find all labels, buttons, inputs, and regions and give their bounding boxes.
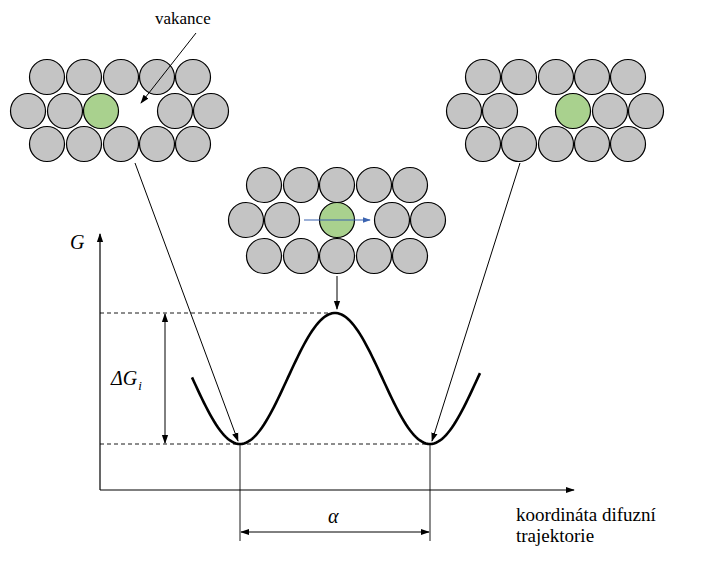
lattice-atom (447, 94, 482, 129)
lattice-atom (176, 60, 211, 95)
guide-lines (100, 313, 430, 541)
atom-lattice (11, 60, 664, 274)
dimension-arrows (165, 314, 429, 532)
lattice-atom (539, 127, 574, 162)
lattice-atom (140, 127, 175, 162)
lattice-atom (176, 127, 211, 162)
label: vakance (155, 10, 211, 29)
leader-lines (135, 33, 520, 441)
label: α (328, 505, 339, 527)
lattice-atom (393, 168, 428, 203)
motion-arrow (304, 219, 370, 220)
lattice-atom (593, 94, 628, 129)
lattice-atom (411, 203, 446, 238)
diffusing-atom (84, 94, 119, 129)
lattice-atom (575, 60, 610, 95)
lattice-atom (67, 60, 102, 95)
lattice-atom (320, 168, 355, 203)
lattice-atom (575, 127, 610, 162)
lattice-atom (140, 60, 175, 95)
lattice-atom (158, 94, 193, 129)
diffusing-atom (556, 94, 591, 129)
lattice-atom (483, 94, 518, 129)
lattice-atom (393, 239, 428, 274)
lattice-atom (247, 239, 282, 274)
lattice-atom (284, 239, 319, 274)
lattice-atom (629, 94, 664, 129)
lattice-atom (229, 203, 264, 238)
lattice-atom (502, 127, 537, 162)
lattice-atom (11, 94, 46, 129)
label: ΔG (111, 367, 137, 389)
lattice-atom (30, 127, 65, 162)
lattice-atom (104, 127, 139, 162)
lattice-atom (247, 168, 282, 203)
lattice-atom (375, 203, 410, 238)
lattice-atom (466, 127, 501, 162)
axes (100, 234, 574, 490)
label: G (70, 231, 84, 253)
lattice-atom (194, 94, 229, 129)
label: i (138, 379, 142, 393)
lattice-atom (611, 60, 646, 95)
lattice-atom (466, 60, 501, 95)
lattice-atom (611, 127, 646, 162)
lattice-atom (48, 94, 83, 129)
lattice-atom (265, 203, 300, 238)
lattice-atom (539, 60, 574, 95)
lattice-atom (30, 60, 65, 95)
lattice-atom (67, 127, 102, 162)
label: koordináta difuzní trajektorie (516, 505, 702, 547)
lattice-atom (284, 168, 319, 203)
lattice-atom (357, 239, 392, 274)
lattice-atom (357, 168, 392, 203)
lattice-atom (502, 60, 537, 95)
lattice-atom (320, 239, 355, 274)
lattice-atom (104, 60, 139, 95)
